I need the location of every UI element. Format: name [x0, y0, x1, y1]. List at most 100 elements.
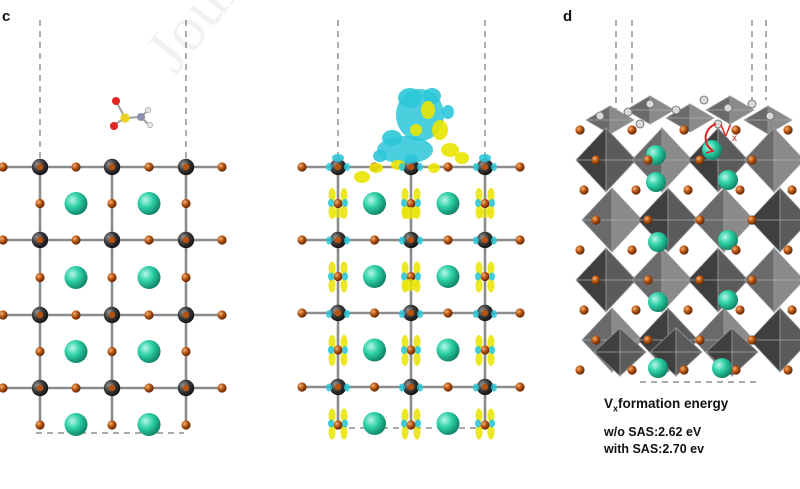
surface-atom [635, 119, 645, 129]
charge-depletion-lobe [417, 236, 423, 245]
surface-atom [645, 99, 655, 109]
charge-accumulation-lobe [402, 207, 418, 219]
anion-atom [643, 215, 653, 225]
surface-atom [595, 111, 605, 121]
charge-accumulation-lobe [413, 335, 421, 349]
anion-atom [575, 245, 585, 255]
anion-atom [783, 365, 793, 375]
charge-depletion-lobe [491, 163, 497, 171]
anion-atom [406, 271, 416, 282]
a-site-atom [137, 413, 161, 436]
charge-accumulation-lobe [328, 408, 336, 423]
anion-atom [369, 382, 380, 392]
charge-accumulation-lobe [413, 261, 421, 276]
anion-atom [643, 155, 653, 165]
anion-atom [107, 420, 117, 430]
oxygen-atom [110, 122, 118, 130]
anion-atom [480, 271, 490, 282]
vacancy-subscript: x [732, 133, 737, 144]
anion-atom [181, 420, 191, 430]
charge-accumulation-lobe [354, 171, 370, 183]
charge-accumulation-lobe [475, 188, 483, 202]
charge-accumulation-lobe [487, 408, 495, 423]
a-site-atom [712, 358, 732, 378]
b-site-center [182, 384, 190, 392]
charge-accumulation-lobe [421, 101, 435, 119]
anion-atom [591, 155, 601, 165]
hydrogen-atom [146, 121, 154, 129]
anion-atom [679, 125, 689, 135]
anion-atom [443, 162, 453, 172]
b-site-center [481, 383, 489, 391]
anion-atom [443, 382, 453, 392]
charge-depletion-lobe [423, 88, 441, 104]
charge-depletion-lobe [489, 346, 495, 354]
anion-atom [0, 310, 8, 320]
b-site-center [108, 384, 116, 392]
b-site-center [182, 236, 190, 244]
charge-depletion-lobe [417, 383, 423, 392]
a-site-atom [64, 192, 88, 215]
charge-depletion-lobe [415, 272, 421, 281]
charge-accumulation-lobe [401, 261, 409, 276]
charge-depletion-lobe [326, 310, 332, 318]
charge-accumulation-lobe [401, 352, 409, 366]
charge-depletion-lobe [417, 163, 423, 171]
surface-atom [765, 111, 775, 121]
charge-accumulation-lobe [487, 278, 495, 293]
anion-atom [181, 198, 191, 209]
a-site-atom [137, 266, 161, 289]
anion-atom [643, 335, 653, 345]
anion-atom [695, 215, 705, 225]
charge-accumulation-lobe [401, 188, 409, 202]
charge-depletion-lobe [399, 236, 405, 245]
anion-atom [683, 305, 693, 315]
charge-depletion-lobe [401, 272, 407, 281]
charge-accumulation-lobe [413, 188, 421, 202]
anion-atom [217, 162, 227, 172]
panel-label-d: d [563, 8, 573, 25]
charge-accumulation-lobe [328, 278, 336, 293]
surface-atom [723, 103, 733, 113]
anion-atom [747, 155, 757, 165]
charge-accumulation-lobe [340, 188, 348, 202]
charge-depletion-lobe [489, 419, 495, 428]
b-site-center [36, 311, 44, 319]
a-site-atom [363, 412, 386, 435]
a-site-atom [718, 170, 738, 190]
anion-atom [35, 346, 45, 357]
title-rest: formation energy [618, 396, 729, 411]
charge-accumulation-lobe [413, 408, 421, 423]
a-site-atom [436, 338, 460, 362]
b-site-center [108, 311, 116, 319]
anion-atom [735, 185, 745, 195]
charge-accumulation-lobe [413, 352, 421, 366]
a-site-atom [648, 358, 668, 378]
charge-depletion-lobe [473, 163, 479, 171]
charge-depletion-lobe [399, 310, 405, 318]
b-site-center [108, 163, 116, 171]
charge-accumulation-lobe [487, 261, 495, 276]
charge-accumulation-lobe [328, 425, 336, 440]
charge-accumulation-lobe [479, 208, 491, 218]
charge-depletion-lobe [398, 88, 422, 108]
anion-atom [443, 308, 453, 318]
charge-depletion-lobe [489, 199, 495, 207]
charge-accumulation-lobe [455, 152, 469, 164]
anion-atom [217, 383, 227, 393]
anion-atom [297, 235, 307, 245]
charge-accumulation-lobe [487, 352, 495, 366]
b-site-center [407, 309, 415, 317]
anion-atom [591, 335, 601, 345]
anion-atom [333, 198, 343, 209]
anion-atom [575, 365, 585, 375]
b-site-center [182, 311, 190, 319]
charge-depletion-lobe [342, 272, 348, 281]
charge-depletion-lobe [415, 199, 421, 207]
charge-depletion-lobe [326, 383, 332, 392]
charge-accumulation-lobe [487, 335, 495, 349]
anion-atom [747, 275, 757, 285]
anion-atom [591, 215, 601, 225]
nitrogen-atom [137, 113, 145, 121]
a-site-atom [718, 290, 738, 310]
